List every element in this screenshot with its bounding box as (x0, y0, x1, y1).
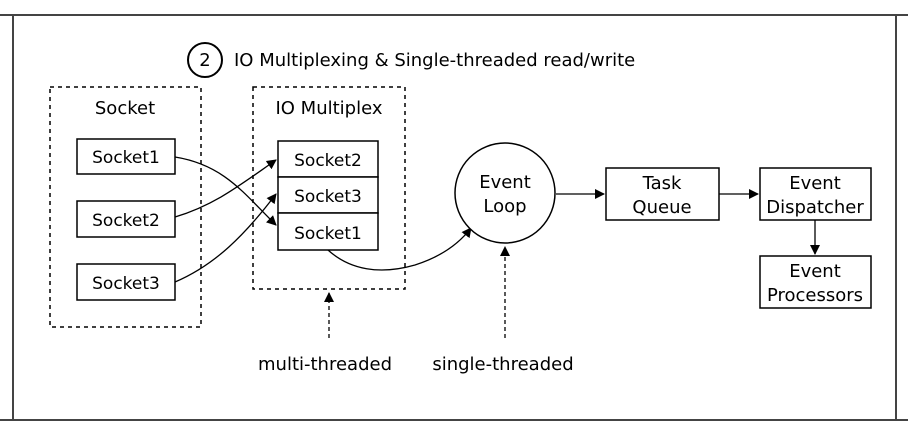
socket-box-1 (76, 138, 176, 175)
multi-threaded-label: multi-threaded (258, 354, 392, 375)
multiplex-socket-box-2-label: Socket3 (294, 187, 362, 207)
event-processors-box (759, 255, 872, 309)
socket-to-multiplex-arrows (174, 156, 277, 283)
diagram-title: 2 IO Multiplexing & Single-threaded read… (187, 42, 635, 78)
io-multiplex-label: IO Multiplex (275, 98, 382, 119)
event-processors-line-2: Processors (767, 285, 863, 306)
event-loop-line-2: Loop (483, 196, 526, 217)
socket-box-2 (76, 200, 176, 238)
frame-top-border (0, 14, 908, 16)
event-processors-node: Event Processors (759, 255, 872, 309)
socket-group-label: Socket (95, 98, 155, 119)
step-number-circle (187, 42, 223, 78)
event-dispatcher-line-1: Event (789, 173, 841, 194)
task-queue-line-2: Queue (632, 197, 691, 218)
title-text: IO Multiplexing & Single-threaded read/w… (234, 50, 635, 71)
arrow-socket3-to-multiplex (174, 193, 277, 283)
single-threaded-label: single-threaded (432, 354, 573, 375)
event-loop-circle (454, 142, 556, 244)
arrow-socket1-to-multiplex (174, 156, 277, 226)
frame-bottom-border (0, 419, 908, 421)
multiplex-socket-box-1-label: Socket2 (294, 151, 362, 171)
io-multiplex-border (252, 86, 406, 290)
arrow-socket2-to-multiplex (174, 159, 277, 218)
event-dispatcher-line-2: Dispatcher (766, 197, 864, 218)
multiplex-socket-box-3-label: Socket1 (294, 224, 362, 244)
arrow-multiplex-to-event-loop (327, 227, 472, 271)
task-queue-box (605, 167, 720, 221)
io-multiplex-group: IO Multiplex Socket2 Socket3 Socket1 (252, 86, 406, 290)
event-dispatcher-node: Event Dispatcher (759, 167, 872, 221)
socket-box-3 (76, 263, 176, 301)
event-loop-line-1: Event (479, 172, 531, 193)
step-number: 2 (199, 50, 210, 71)
socket-group-border (49, 86, 202, 328)
frame-right-border (895, 14, 897, 419)
event-loop-node: Event Loop (454, 142, 556, 244)
socket-box-1-label: Socket1 (92, 148, 160, 168)
event-dispatcher-box (759, 167, 872, 221)
multiplex-socket-box-2 (277, 176, 379, 214)
socket-group: Socket Socket1 Socket2 Socket3 (49, 86, 202, 328)
event-processors-line-1: Event (789, 261, 841, 282)
multiplex-socket-box-3 (277, 212, 379, 251)
multiplex-socket-box-1 (277, 140, 379, 178)
task-queue-line-1: Task (642, 173, 682, 194)
task-queue-node: Task Queue (605, 167, 720, 221)
socket-box-3-label: Socket3 (92, 274, 160, 294)
frame-left-border (12, 14, 14, 419)
socket-box-2-label: Socket2 (92, 211, 160, 231)
